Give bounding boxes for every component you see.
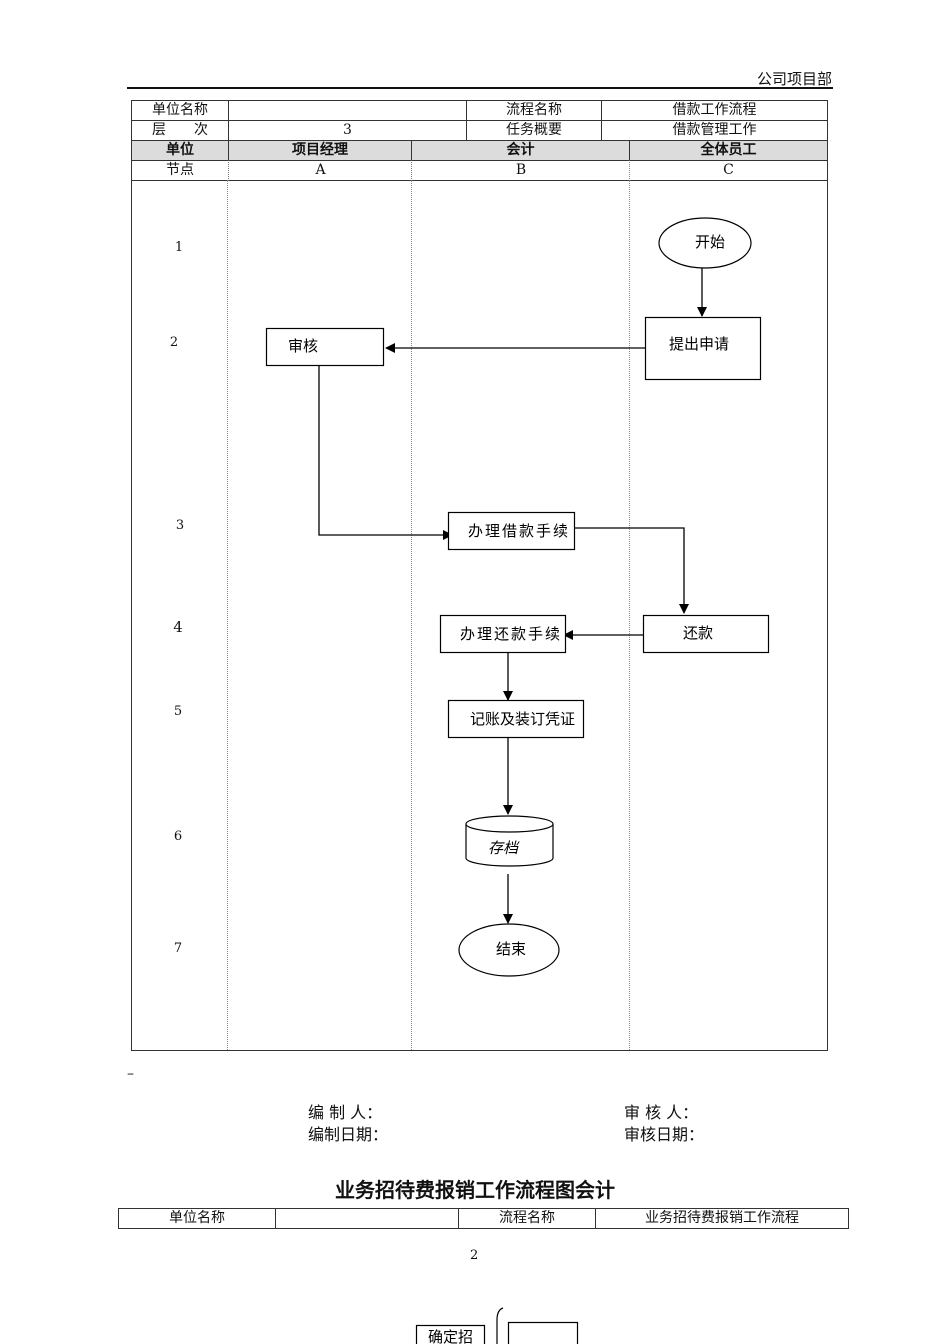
repay-processing-node: 办理还款手续 (439, 614, 567, 654)
node-a: A (228, 160, 412, 181)
flowchart-frame (131, 180, 828, 1051)
node-b: B (411, 160, 630, 181)
partial-box-label: 确定招 (428, 1328, 473, 1344)
unit-name-label-2: 单位名称 (118, 1208, 276, 1229)
node-c: C (629, 160, 828, 181)
bookkeeping-node: 记账及装订凭证 (447, 699, 585, 739)
start-node: 开始 (658, 217, 752, 269)
header-rule (127, 87, 833, 89)
end-node: 结束 (458, 923, 560, 977)
loan-processing-node: 办理借款手续 (447, 511, 576, 551)
page-number: 2 (470, 1248, 479, 1263)
lane-divider (227, 180, 228, 1050)
partial-box (415, 1324, 486, 1344)
apply-label: 提出申请 (669, 335, 729, 353)
row-number: 4 (173, 618, 183, 636)
repay-processing-label: 办理还款手续 (460, 625, 562, 643)
reviewer-label: 审 核 人： (624, 1103, 699, 1122)
review-node: 审核 (265, 327, 385, 367)
department-label: 公司项目部 (756, 70, 832, 88)
lane-divider (629, 180, 630, 1050)
apply-node: 提出申请 (644, 316, 762, 381)
arrow-loan-to-repay (575, 527, 689, 614)
row-number: 2 (169, 335, 179, 350)
row-number: 3 (175, 518, 185, 533)
repay-label: 还款 (683, 624, 713, 642)
review-date-label: 审核日期： (624, 1125, 705, 1144)
partial-box-empty (507, 1321, 579, 1344)
archive-node: 存档 (465, 815, 554, 867)
partial-brace (496, 1307, 504, 1344)
loan-processing-label: 办理借款手续 (468, 522, 570, 540)
lane-header-unit: 单位 (131, 140, 229, 161)
unit-name-value-2 (275, 1208, 459, 1229)
row-number: 5 (173, 704, 183, 719)
row-number: 1 (174, 240, 184, 255)
process-name-value-2: 业务招待费报销工作流程 (595, 1208, 849, 1229)
section-title: 业务招待费报销工作流程图会计 (335, 1178, 615, 1202)
archive-label: 存档 (488, 839, 520, 857)
bookkeeping-label: 记账及装订凭证 (470, 710, 575, 728)
end-label: 结束 (496, 940, 526, 958)
prepared-date-label: 编制日期： (308, 1125, 389, 1144)
start-label: 开始 (695, 233, 725, 251)
row-number: 6 (173, 829, 183, 844)
lane-divider (411, 180, 412, 1050)
review-label: 审核 (288, 337, 318, 355)
row-number: 7 (173, 941, 183, 956)
arrow-review-to-loan (318, 366, 453, 540)
preparer-label: 编 制 人： (308, 1103, 383, 1122)
repay-node: 还款 (642, 614, 770, 654)
process-name-label-2: 流程名称 (458, 1208, 596, 1229)
stray-dash: – (127, 1066, 134, 1082)
